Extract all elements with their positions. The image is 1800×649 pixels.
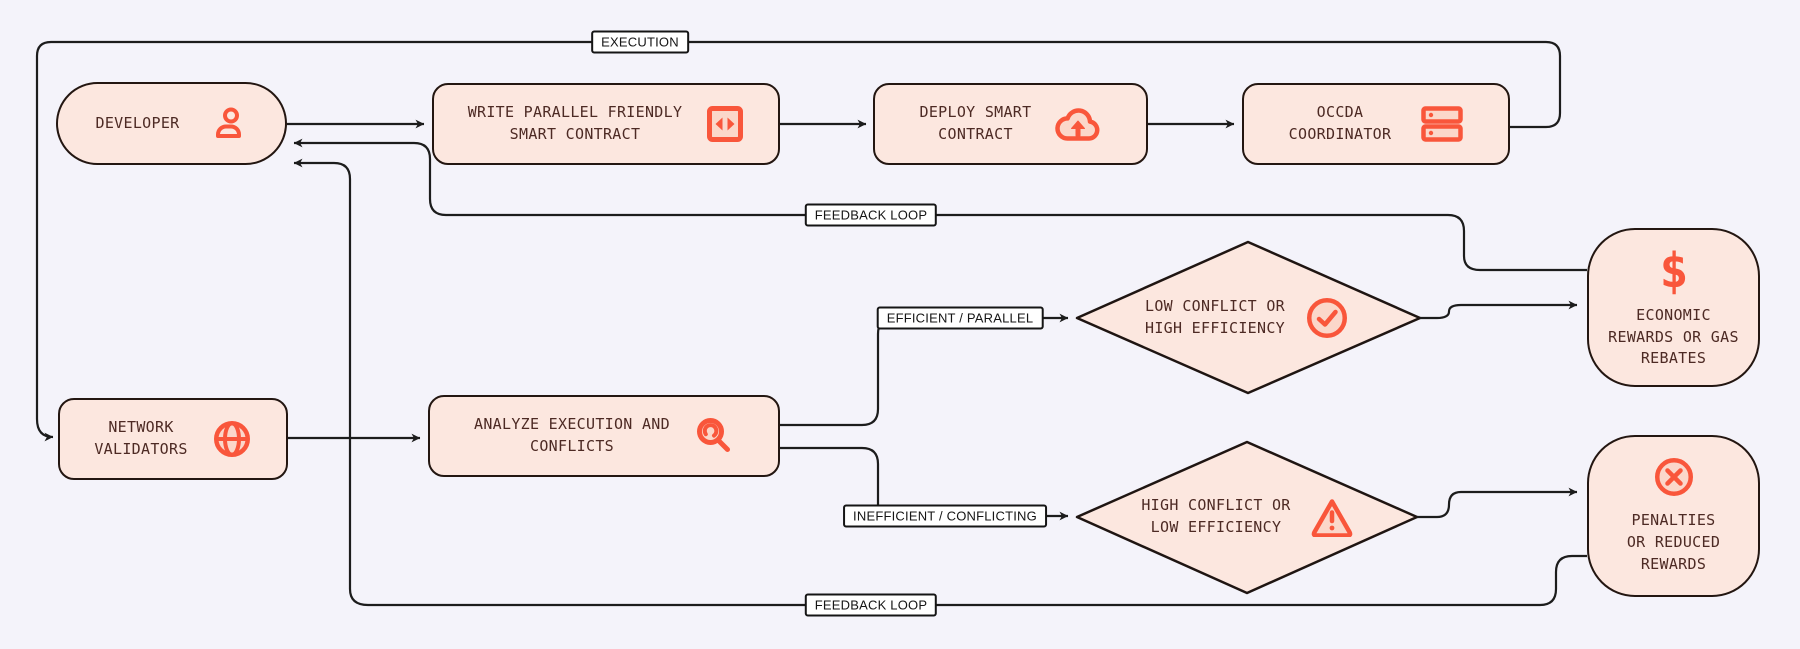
node-label: DEPLOY SMART CONTRACT: [919, 103, 1032, 143]
dollar-glyph: $: [1659, 245, 1688, 297]
edge-high-diamond-to-penalties: [1417, 487, 1578, 519]
edge-label-inefficient-conflicting: INEFFICIENT / CONFLICTING: [843, 504, 1047, 528]
warning-icon: [1311, 499, 1352, 537]
dollar-icon: $: [1659, 245, 1688, 297]
node-penalties: PENALTIES OR REDUCED REWARDS: [1587, 435, 1760, 597]
node-label: HIGH CONFLICT OR LOW EFFICIENCY: [1141, 496, 1291, 536]
edge-feedback-rewards-to-developer: [293, 138, 1587, 272]
person-icon: [216, 107, 242, 138]
node-label: OCCDA COORDINATOR: [1288, 103, 1392, 143]
node-economic-rewards: $ ECONOMIC REWARDS OR GAS REBATES: [1587, 228, 1760, 387]
edge-execution-loop-occda-to-validators: [35, 40, 1562, 442]
node-label: LOW CONFLICT OR HIGH EFFICIENCY: [1145, 297, 1285, 337]
node-network-validators: NETWORK VALIDATORS: [58, 398, 288, 480]
magnifier-icon: [696, 418, 730, 452]
node-label: NETWORK VALIDATORS: [94, 418, 188, 458]
node-high-conflict: HIGH CONFLICT OR LOW EFFICIENCY: [1092, 470, 1402, 564]
node-deploy-contract: DEPLOY SMART CONTRACT: [873, 83, 1148, 165]
node-low-conflict: LOW CONFLICT OR HIGH EFFICIENCY: [1092, 270, 1402, 366]
check-circle-icon: [1306, 298, 1347, 338]
cloud-upload-icon: [1055, 108, 1100, 141]
node-analyze-execution: ANALYZE EXECUTION AND CONFLICTS: [428, 395, 780, 477]
node-label: DEVELOPER: [95, 113, 180, 132]
edge-label-feedback-loop-bottom: FEEDBACK LOOP: [804, 593, 938, 617]
edge-label-execution: EXECUTION: [591, 30, 689, 54]
node-label: ANALYZE EXECUTION AND CONFLICTS: [474, 415, 670, 455]
server-icon: [1421, 106, 1464, 142]
edge-label-feedback-loop-top: FEEDBACK LOOP: [804, 203, 938, 227]
node-label: PENALTIES OR REDUCED REWARDS: [1626, 511, 1721, 573]
node-label: ECONOMIC REWARDS OR GAS REBATES: [1608, 305, 1739, 368]
node-label: WRITE PARALLEL FRIENDLY SMART CONTRACT: [467, 103, 683, 143]
x-circle-icon: [1654, 458, 1693, 497]
edge-feedback-penalties-to-developer: [293, 158, 1587, 607]
edge-low-diamond-to-rewards: [1420, 300, 1578, 320]
code-icon: [707, 106, 744, 142]
node-write-contract: WRITE PARALLEL FRIENDLY SMART CONTRACT: [432, 83, 780, 165]
edge-label-efficient-parallel: EFFICIENT / PARALLEL: [876, 306, 1044, 330]
edge-analyze-to-inefficient-label: [780, 446, 880, 512]
edge-analyze-to-efficient-label: [780, 316, 920, 427]
globe-icon: [213, 421, 250, 457]
node-developer: DEVELOPER: [56, 82, 287, 165]
node-occda-coordinator: OCCDA COORDINATOR: [1242, 83, 1510, 165]
